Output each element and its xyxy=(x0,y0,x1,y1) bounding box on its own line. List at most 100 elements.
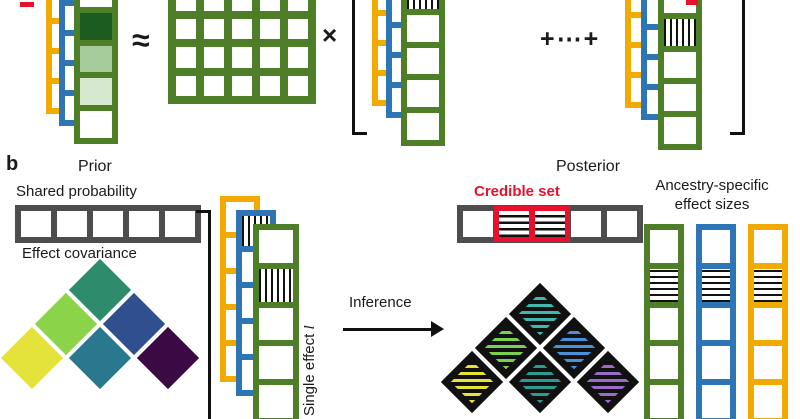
matrix-cell xyxy=(80,78,112,106)
matrix-cell xyxy=(754,346,782,380)
matrix-cell xyxy=(664,51,696,79)
matrix-cell xyxy=(650,230,678,263)
matrix-cell xyxy=(204,18,224,40)
matrix-cell xyxy=(650,346,678,380)
bracket-left xyxy=(352,0,367,135)
panel-b-label: b xyxy=(6,153,19,175)
matrix-cell xyxy=(204,75,224,96)
covariance-hatch xyxy=(552,326,596,370)
factor-matrix xyxy=(168,0,316,104)
matrix-cell xyxy=(607,211,637,237)
red-marker-left xyxy=(20,2,34,7)
matrix-cell xyxy=(204,0,224,11)
single-effect-variable: l xyxy=(302,325,318,330)
matrix-cell xyxy=(754,230,782,263)
single-effect-label: Single effect l xyxy=(301,238,319,416)
matrix-cell xyxy=(80,0,112,7)
matrix-cell xyxy=(407,14,439,42)
covariance-hatch xyxy=(586,360,630,404)
matrix-cell xyxy=(232,75,252,96)
single-effect-label-text: Single effect xyxy=(301,329,318,416)
ancestry-effect-yellow xyxy=(748,224,788,419)
matrix-cell xyxy=(650,268,678,302)
matrix-cell xyxy=(530,206,570,242)
shared-probability-label: Shared probability xyxy=(16,183,137,200)
matrix-cell xyxy=(288,0,308,11)
effect-stack1-green xyxy=(401,0,445,146)
matrix-cell xyxy=(80,111,112,138)
matrix-cell xyxy=(232,18,252,40)
matrix-cell xyxy=(232,47,252,68)
matrix-cell xyxy=(702,268,730,302)
ancestry-effect-blue xyxy=(696,224,736,419)
matrix-cell xyxy=(702,385,730,418)
matrix-cell xyxy=(407,80,439,108)
matrix-cell xyxy=(259,230,293,263)
effect-covariance-label: Effect covariance xyxy=(22,245,137,262)
matrix-cell xyxy=(80,12,112,40)
matrix-cell xyxy=(494,206,534,242)
matrix-cell xyxy=(93,211,123,237)
matrix-cell xyxy=(259,346,293,380)
matrix-cell xyxy=(176,0,196,11)
matrix-cell xyxy=(664,18,696,46)
covariance-hatch xyxy=(518,292,562,336)
matrix-cell xyxy=(176,18,196,40)
matrix-cell xyxy=(288,18,308,40)
matrix-cell xyxy=(21,211,51,237)
inference-label: Inference xyxy=(349,294,412,311)
matrix-cell xyxy=(288,47,308,68)
prior-title: Prior xyxy=(78,158,112,175)
matrix-cell xyxy=(664,117,696,144)
covariance-hatch xyxy=(450,360,494,404)
bracket-right xyxy=(730,0,745,135)
matrix-cell xyxy=(754,268,782,302)
matrix-cell xyxy=(232,0,252,11)
matrix-cell xyxy=(702,307,730,341)
matrix-cell xyxy=(260,18,280,40)
covariance-hatch xyxy=(484,326,528,370)
matrix-cell xyxy=(176,47,196,68)
covariance-hatch xyxy=(518,360,562,404)
plus-ellipsis-symbol: +⋯+ xyxy=(540,25,601,53)
effect-stackL-green xyxy=(658,0,702,150)
left-stack-green-weight-vector xyxy=(74,0,118,144)
matrix-cell xyxy=(259,307,293,341)
matrix-cell xyxy=(260,47,280,68)
matrix-cell xyxy=(463,211,493,237)
matrix-cell xyxy=(702,346,730,380)
matrix-cell xyxy=(754,307,782,341)
credible-set-bar xyxy=(457,205,643,243)
matrix-cell xyxy=(702,230,730,263)
matrix-cell xyxy=(288,75,308,96)
matrix-cell xyxy=(754,385,782,418)
matrix-cell xyxy=(259,268,293,302)
prior-grouping-bracket xyxy=(196,210,211,419)
matrix-cell xyxy=(407,113,439,140)
credible-set-label: Credible set xyxy=(474,183,560,200)
matrix-cell xyxy=(650,385,678,418)
matrix-cell xyxy=(260,0,280,11)
matrix-cell xyxy=(571,211,601,237)
matrix-cell xyxy=(260,75,280,96)
inference-arrowhead-icon xyxy=(431,321,444,337)
matrix-cell xyxy=(650,307,678,341)
matrix-cell xyxy=(664,84,696,112)
approx-symbol: ≈ xyxy=(132,22,150,58)
matrix-cell xyxy=(165,211,195,237)
matrix-cell xyxy=(259,385,293,418)
ancestry-effects-label: Ancestry-specific effect sizes xyxy=(655,177,769,213)
red-marker-right xyxy=(686,0,698,5)
posterior-title: Posterior xyxy=(556,158,621,175)
inference-arrow xyxy=(343,328,433,331)
matrix-cell xyxy=(80,45,112,73)
shared-probability-bar xyxy=(15,205,201,243)
matrix-cell xyxy=(176,75,196,96)
times-symbol: × xyxy=(322,20,338,50)
matrix-cell xyxy=(407,47,439,75)
matrix-cell xyxy=(407,0,439,9)
ancestry-effect-green xyxy=(644,224,684,419)
matrix-cell xyxy=(57,211,87,237)
matrix-cell xyxy=(204,47,224,68)
